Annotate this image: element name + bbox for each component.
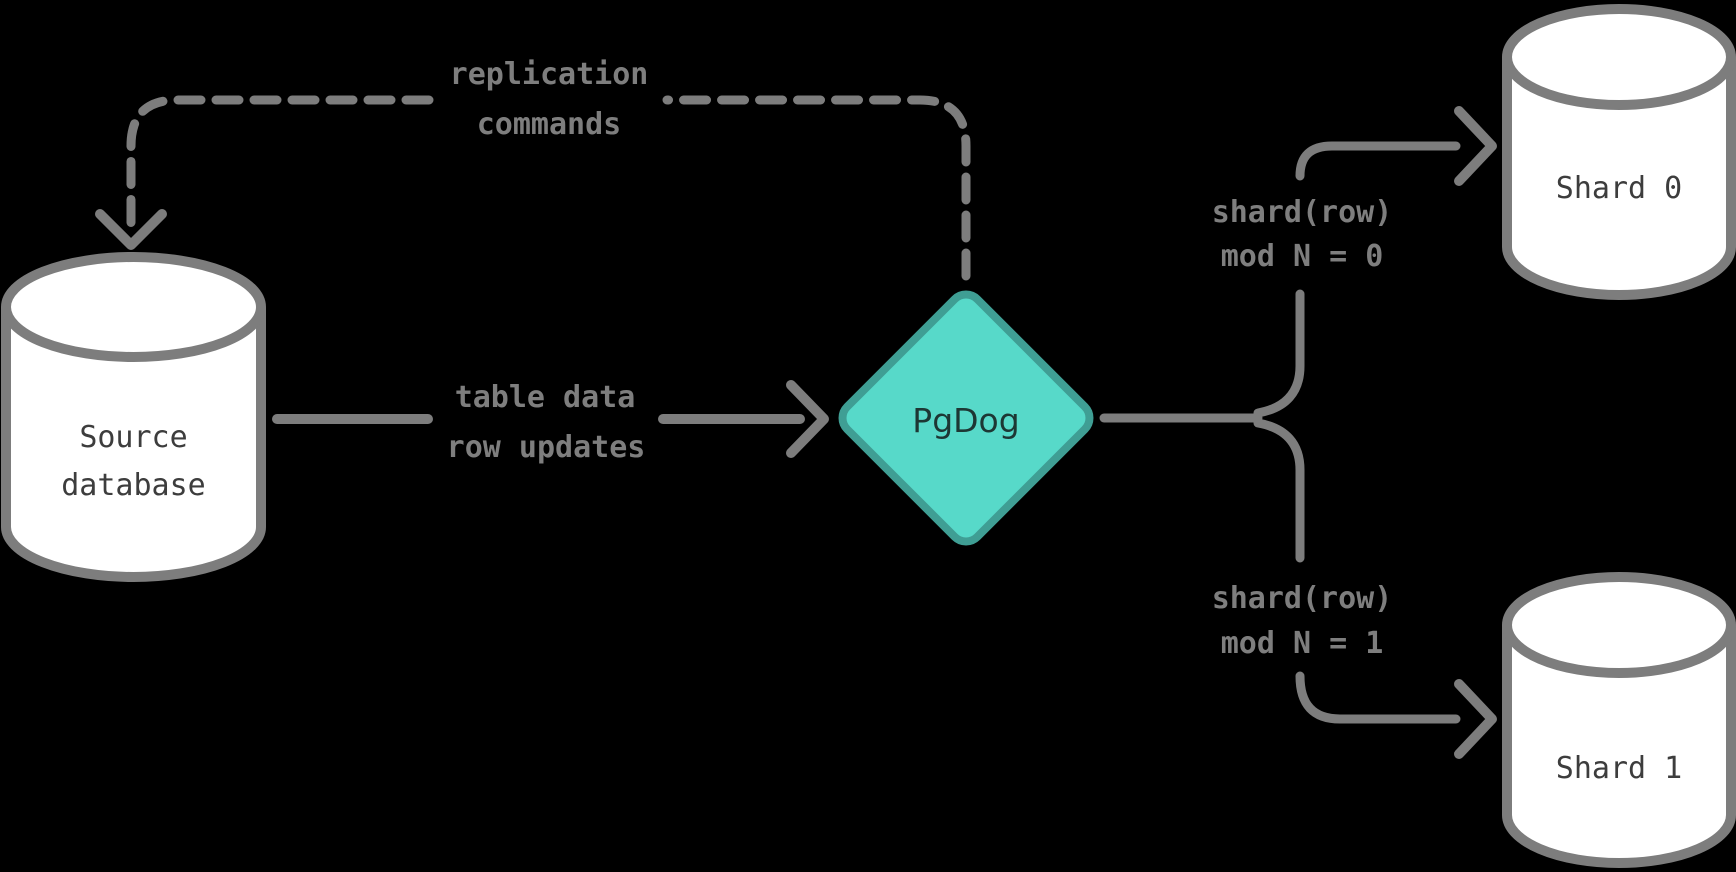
replication-label-line2: commands	[477, 107, 622, 142]
shard1-cylinder-body	[1502, 625, 1736, 868]
replication-arrowhead-down-icon	[95, 209, 167, 250]
source-label-line2: database	[61, 468, 206, 503]
shard-fork-edge: shard(row) mod N = 0 shard(row) mod N = …	[1099, 106, 1497, 759]
table-data-edge: table data row updates	[272, 380, 829, 465]
replication-label-line1: replication	[450, 57, 649, 92]
replication-edge: replication commands	[95, 57, 971, 281]
source-cylinder-body	[1, 307, 266, 582]
shard0-branch-label-line1: shard(row)	[1212, 195, 1393, 230]
shard0-cylinder-top	[1502, 4, 1736, 110]
shard0-branch-line	[1295, 141, 1461, 181]
replication-edge-line-left	[126, 95, 434, 231]
pgdog-node: PgDog	[838, 290, 1094, 546]
shard1-branch-line	[1295, 671, 1461, 724]
pgdog-label: PgDog	[912, 401, 1019, 440]
table-data-arrowhead-right-icon	[786, 380, 829, 458]
shard1-arrowhead-right-icon	[1454, 679, 1497, 759]
source-label-line1: Source	[79, 420, 187, 455]
shard1-label: Shard 1	[1556, 751, 1682, 786]
shard0-label: Shard 0	[1556, 171, 1682, 206]
fork-lower-curve	[1253, 418, 1305, 563]
table-data-label-line1: table data	[455, 380, 636, 415]
shard0-arrowhead-right-icon	[1454, 106, 1497, 186]
shard1-branch-label-line2: mod N = 1	[1221, 626, 1384, 661]
shard1-cylinder-top	[1502, 572, 1736, 678]
shard1-branch-label-line1: shard(row)	[1212, 581, 1393, 616]
shard0-node: Shard 0	[1502, 4, 1736, 300]
pgdog-diamond-shape	[838, 290, 1094, 546]
shard0-branch-label-line2: mod N = 0	[1221, 239, 1384, 274]
shard1-node: Shard 1	[1502, 572, 1736, 868]
source-database-node: Source database	[1, 252, 266, 582]
fork-upper-curve	[1253, 289, 1305, 418]
source-cylinder-top	[1, 252, 266, 362]
table-data-label-line2: row updates	[447, 430, 646, 465]
replication-edge-line-right	[662, 95, 971, 281]
shard0-cylinder-body	[1502, 57, 1736, 300]
